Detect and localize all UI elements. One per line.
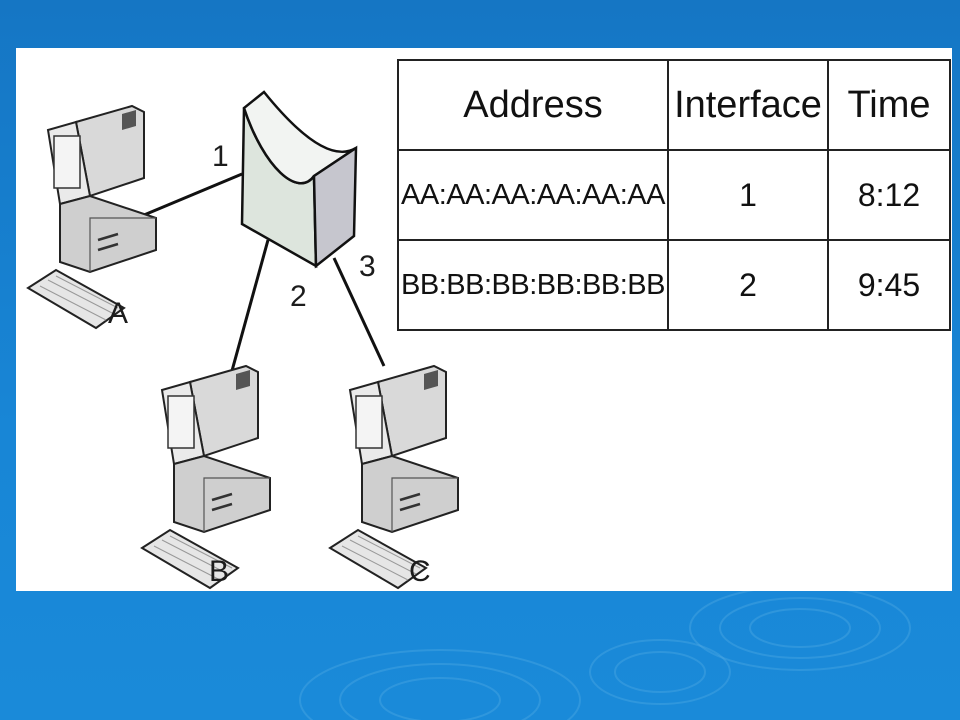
table-row: AA:AA:AA:AA:AA:AA 1 8:12 xyxy=(397,149,951,241)
cell-interface: 1 xyxy=(667,149,829,241)
cell-interface: 2 xyxy=(667,239,829,331)
link-2 xyxy=(228,239,270,379)
link-3 xyxy=(332,257,386,367)
table-row: BB:BB:BB:BB:BB:BB 2 9:45 xyxy=(397,239,951,331)
computer-b-icon xyxy=(140,364,272,590)
slide-panel: 1 2 3 A B C Address Interface Time AA:AA… xyxy=(16,48,952,591)
table-header-row: Address Interface Time xyxy=(397,59,951,151)
host-label-a: A xyxy=(108,297,128,330)
port-label-1: 1 xyxy=(212,140,229,173)
header-interface: Interface xyxy=(667,59,829,151)
port-label-3: 3 xyxy=(359,250,376,283)
cell-address: BB:BB:BB:BB:BB:BB xyxy=(397,239,669,331)
port-label-2: 2 xyxy=(290,280,307,313)
cell-time: 8:12 xyxy=(827,149,951,241)
computer-a-icon xyxy=(26,104,158,330)
cell-address: AA:AA:AA:AA:AA:AA xyxy=(397,149,669,241)
switch-icon xyxy=(240,90,358,269)
network-diagram: 1 2 3 A B C xyxy=(26,90,460,590)
host-label-c: C xyxy=(409,555,431,588)
header-address: Address xyxy=(397,59,669,151)
header-time: Time xyxy=(827,59,951,151)
host-label-b: B xyxy=(209,555,229,588)
computer-c-icon xyxy=(328,364,460,590)
cell-time: 9:45 xyxy=(827,239,951,331)
link-1 xyxy=(143,172,243,217)
mac-address-table: Address Interface Time AA:AA:AA:AA:AA:AA… xyxy=(397,59,951,331)
